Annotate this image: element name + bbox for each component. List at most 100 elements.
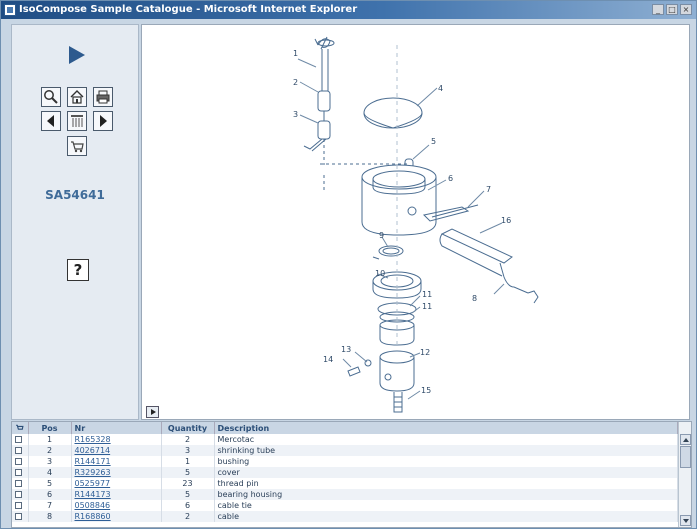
part-number-link[interactable]: R165328 xyxy=(74,435,111,444)
callout-label: 16 xyxy=(501,216,511,225)
window-title: IsoCompose Sample Catalogue - Microsoft … xyxy=(19,4,358,15)
scroll-up-button[interactable] xyxy=(680,434,691,445)
pos-cell: 7 xyxy=(28,500,72,511)
part-number-link[interactable]: R144171 xyxy=(74,457,111,466)
table-row[interactable]: 2 4026714 3 shrinking tube xyxy=(12,445,678,456)
pos-cell: 2 xyxy=(28,445,72,456)
table-row[interactable]: 5 0525977 23 thread pin xyxy=(12,478,678,489)
callout-label: 8 xyxy=(472,294,477,303)
table-row[interactable]: 6 R144173 5 bearing housing xyxy=(12,489,678,500)
quantity-cell: 2 xyxy=(161,434,215,445)
pos-cell: 1 xyxy=(28,434,72,445)
row-checkbox[interactable] xyxy=(15,447,22,454)
part-number-link[interactable]: 0525977 xyxy=(74,479,111,488)
callout-label: 1 xyxy=(293,49,298,58)
arrow-right-icon xyxy=(100,115,107,127)
zoom-button[interactable] xyxy=(41,87,61,107)
description-cell: shrinking tube xyxy=(214,445,678,456)
callout-label: 6 xyxy=(448,174,453,183)
table-row[interactable]: 8 R168860 2 cable xyxy=(12,511,678,522)
pos-cell: 5 xyxy=(28,478,72,489)
exploded-assembly-diagram: 1 2 3 4 5 6 7 16 9 10 11 11 12 13 14 15 … xyxy=(293,36,539,413)
home-icon xyxy=(70,90,84,104)
arrow-left-icon xyxy=(47,115,54,127)
maximize-button[interactable]: □ xyxy=(666,4,678,15)
scroll-thumb[interactable] xyxy=(680,446,691,468)
navigation-panel: SA54641 ? xyxy=(11,24,139,420)
close-button[interactable]: × xyxy=(680,4,692,15)
callout-label: 15 xyxy=(421,386,431,395)
exploded-view-drawing[interactable]: 1 2 3 4 5 6 7 16 9 10 11 11 12 13 14 15 … xyxy=(141,24,690,420)
part-number-label: SA54641 xyxy=(45,188,105,202)
callout-label: 12 xyxy=(420,348,430,357)
quantity-cell: 5 xyxy=(161,489,215,500)
pos-cell: 6 xyxy=(28,489,72,500)
table-row[interactable]: 4 R329263 5 cover xyxy=(12,467,678,478)
quantity-cell: 2 xyxy=(161,511,215,522)
callout-label: 11 xyxy=(422,302,432,311)
quantity-cell: 3 xyxy=(161,445,215,456)
callout-label: 11 xyxy=(422,290,432,299)
row-checkbox[interactable] xyxy=(15,502,22,509)
table-scrollbar[interactable] xyxy=(678,422,691,527)
row-checkbox[interactable] xyxy=(15,480,22,487)
callout-label: 5 xyxy=(431,137,436,146)
pos-column-header[interactable]: Pos xyxy=(28,422,72,434)
pos-cell: 4 xyxy=(28,467,72,478)
quantity-column-header[interactable]: Quantity xyxy=(161,422,215,434)
toggle-panel-button[interactable] xyxy=(146,406,159,418)
row-checkbox[interactable] xyxy=(15,469,22,476)
quantity-cell: 6 xyxy=(161,500,215,511)
description-cell: thread pin xyxy=(214,478,678,489)
part-number-link[interactable]: R144173 xyxy=(74,490,111,499)
print-button[interactable] xyxy=(93,87,113,107)
callout-label: 13 xyxy=(341,345,351,354)
callout-label: 10 xyxy=(375,269,385,278)
minimize-button[interactable]: _ xyxy=(652,4,664,15)
row-checkbox[interactable] xyxy=(15,491,22,498)
scroll-down-button[interactable] xyxy=(680,515,691,526)
index-button[interactable] xyxy=(67,111,87,131)
previous-button[interactable] xyxy=(41,111,61,131)
table-row[interactable]: 3 R144171 1 bushing xyxy=(12,456,678,467)
description-column-header[interactable]: Description xyxy=(214,422,678,434)
description-cell: bushing xyxy=(214,456,678,467)
callout-label: 9 xyxy=(379,231,384,240)
next-button[interactable] xyxy=(93,111,113,131)
quantity-cell: 23 xyxy=(161,478,215,489)
part-number-link[interactable]: 0508846 xyxy=(74,501,111,510)
table-row[interactable]: 7 0508846 6 cable tie xyxy=(12,500,678,511)
part-number-link[interactable]: R329263 xyxy=(74,468,111,477)
row-checkbox[interactable] xyxy=(15,436,22,443)
quantity-cell: 5 xyxy=(161,467,215,478)
callout-label: 7 xyxy=(486,185,491,194)
description-cell: Mercotac xyxy=(214,434,678,445)
pos-cell: 8 xyxy=(28,511,72,522)
part-number-link[interactable]: R168860 xyxy=(74,512,111,521)
cart-icon xyxy=(16,424,24,430)
callout-label: 4 xyxy=(438,84,443,93)
magnifier-icon xyxy=(44,90,58,104)
cart-column-header[interactable] xyxy=(12,422,29,434)
quantity-cell: 1 xyxy=(161,456,215,467)
description-cell: bearing housing xyxy=(214,489,678,500)
cart-icon xyxy=(71,141,84,153)
callout-label: 14 xyxy=(323,355,333,364)
row-checkbox[interactable] xyxy=(15,458,22,465)
cart-button[interactable] xyxy=(67,136,87,156)
description-cell: cable tie xyxy=(214,500,678,511)
printer-icon xyxy=(96,90,110,104)
callout-label: 3 xyxy=(293,110,298,119)
home-button[interactable] xyxy=(67,87,87,107)
part-number-link[interactable]: 4026714 xyxy=(74,446,111,455)
help-button[interactable]: ? xyxy=(67,259,89,281)
parts-list-table: Pos Nr Quantity Description 1 R165328 2 … xyxy=(11,421,692,528)
callout-label: 2 xyxy=(293,78,298,87)
ie-app-icon xyxy=(4,4,16,16)
table-row[interactable]: 1 R165328 2 Mercotac xyxy=(12,434,678,445)
row-checkbox[interactable] xyxy=(15,513,22,520)
play-icon[interactable] xyxy=(69,46,85,64)
title-bar: IsoCompose Sample Catalogue - Microsoft … xyxy=(1,1,696,19)
nr-column-header[interactable]: Nr xyxy=(71,422,162,434)
